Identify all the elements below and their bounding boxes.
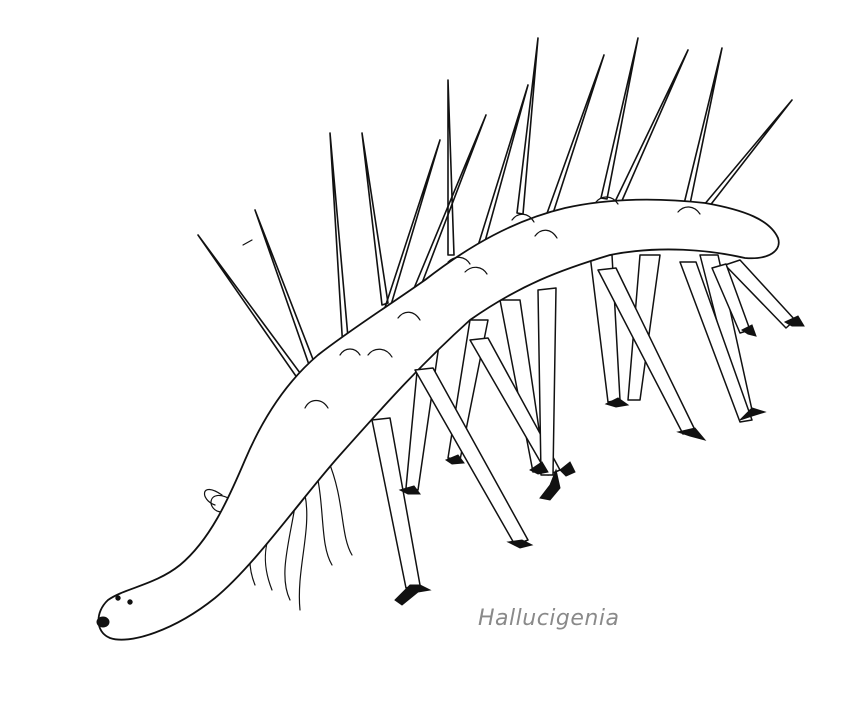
front-legs xyxy=(371,259,796,589)
claws xyxy=(394,315,805,606)
spine-bases xyxy=(304,196,701,409)
head xyxy=(96,595,133,628)
eye-icon xyxy=(115,595,121,601)
hallucigenia-body xyxy=(97,198,780,641)
mouth-icon xyxy=(96,616,110,628)
eye-icon xyxy=(127,599,133,605)
stray-mark xyxy=(242,239,253,246)
species-caption: Hallucigenia xyxy=(478,606,620,631)
